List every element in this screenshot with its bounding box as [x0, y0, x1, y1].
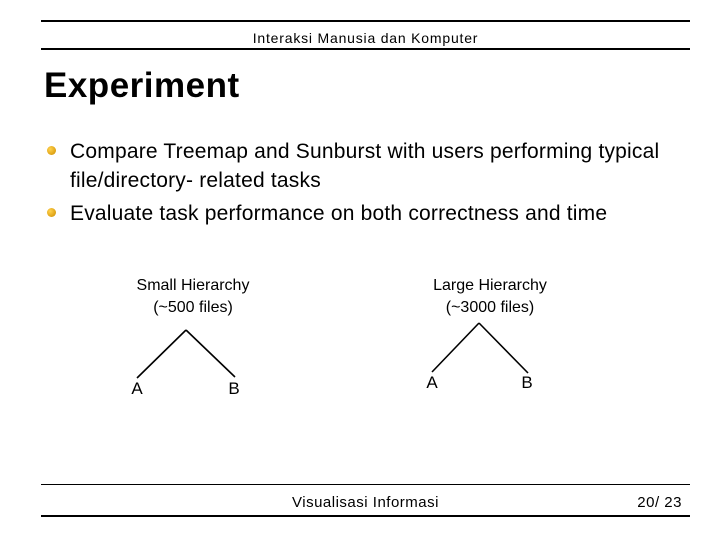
diagram-subtitle: (~3000 files) — [445, 299, 535, 316]
footer-rule-bottom — [41, 515, 690, 517]
header-rule-top — [41, 20, 690, 22]
tree-edge — [431, 322, 480, 373]
tree-edge — [478, 322, 529, 374]
tree-leaf-label: B — [228, 379, 240, 398]
small-hierarchy-tree — [136, 329, 236, 379]
header-course-title: Interaksi Manusia dan Komputer — [252, 30, 479, 46]
diagram-title: Large Hierarchy — [433, 277, 547, 294]
bullet-item: Evaluate task performance on both correc… — [45, 199, 663, 228]
bullet-text: Evaluate task performance on both correc… — [70, 202, 608, 225]
tree-leaf-label: A — [131, 379, 143, 398]
slide-title: Experiment — [44, 66, 240, 105]
large-hierarchy-tree — [431, 322, 529, 374]
header-rule-bottom — [41, 48, 690, 50]
bullet-dot-icon — [47, 208, 56, 217]
footer-rule-top — [41, 484, 690, 485]
footer-course-name: Visualisasi Informasi — [292, 494, 439, 511]
bullet-item: Compare Treemap and Sunburst with users … — [45, 137, 663, 195]
bullet-list: Compare Treemap and Sunburst with users … — [45, 137, 663, 232]
small-hierarchy-caption: Small Hierarchy (~500 files) — [100, 275, 286, 319]
page-number: 20/ 23 — [637, 494, 682, 511]
bullet-dot-icon — [47, 146, 56, 155]
bullet-text: Compare Treemap and Sunburst with users … — [70, 140, 660, 192]
tree-edge — [185, 329, 236, 378]
diagram-subtitle: (~500 files) — [153, 299, 233, 316]
tree-leaf-label: A — [426, 373, 438, 392]
tree-edge — [136, 329, 187, 379]
diagram-title: Small Hierarchy — [136, 277, 250, 294]
tree-leaf-label: B — [521, 373, 533, 392]
large-hierarchy-caption: Large Hierarchy (~3000 files) — [397, 275, 583, 319]
